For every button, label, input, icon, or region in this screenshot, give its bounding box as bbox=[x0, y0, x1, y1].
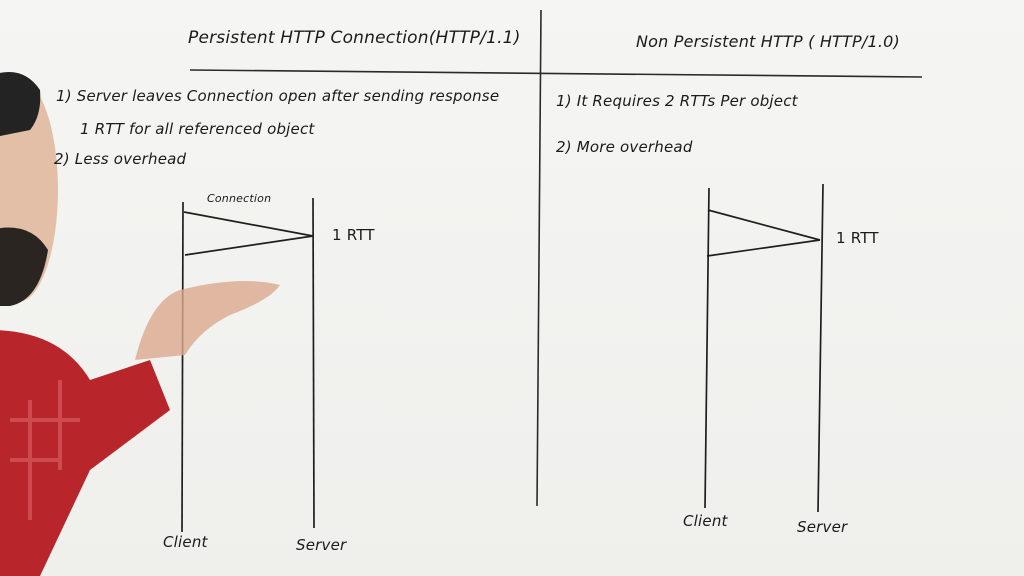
non-persistent-server-label: Server bbox=[797, 518, 848, 536]
persistent-http-title: Persistent HTTP Connection(HTTP/1.1) bbox=[188, 28, 521, 48]
presenter-shirt bbox=[0, 330, 170, 576]
header-underline bbox=[189, 69, 923, 78]
left-server-timeline bbox=[312, 197, 315, 529]
persistent-server-label: Server bbox=[296, 536, 347, 554]
persistent-client-label: Client bbox=[163, 533, 208, 551]
presenter-beard bbox=[0, 227, 48, 306]
non-persistent-point-2: 2) More overhead bbox=[556, 138, 693, 156]
left-client-timeline bbox=[181, 201, 184, 533]
center-divider bbox=[536, 9, 542, 507]
right-response-arrow bbox=[706, 239, 821, 257]
persistent-rtt-label: 1 RTT bbox=[332, 226, 375, 244]
presenter-figure bbox=[0, 72, 280, 576]
presenter-arm bbox=[135, 281, 280, 360]
persistent-point-2: 2) Less overhead bbox=[54, 150, 187, 168]
left-response-arrow bbox=[184, 235, 314, 256]
non-persistent-point-1: 1) It Requires 2 RTTs Per object bbox=[556, 92, 798, 110]
non-persistent-http-title: Non Persistent HTTP ( HTTP/1.0) bbox=[636, 32, 900, 51]
non-persistent-client-label: Client bbox=[683, 512, 728, 530]
persistent-point-1-line-1: 1) Server leaves Connection open after s… bbox=[56, 87, 500, 105]
right-request-arrow bbox=[707, 209, 821, 241]
persistent-point-1-line-2: 1 RTT for all referenced object bbox=[80, 120, 315, 138]
non-persistent-rtt-label: 1 RTT bbox=[836, 229, 879, 247]
connection-arrow-label: Connection bbox=[207, 192, 272, 205]
right-client-timeline bbox=[704, 187, 710, 509]
right-server-timeline bbox=[817, 183, 824, 513]
left-request-arrow bbox=[183, 211, 314, 237]
presenter-hair bbox=[0, 72, 41, 136]
